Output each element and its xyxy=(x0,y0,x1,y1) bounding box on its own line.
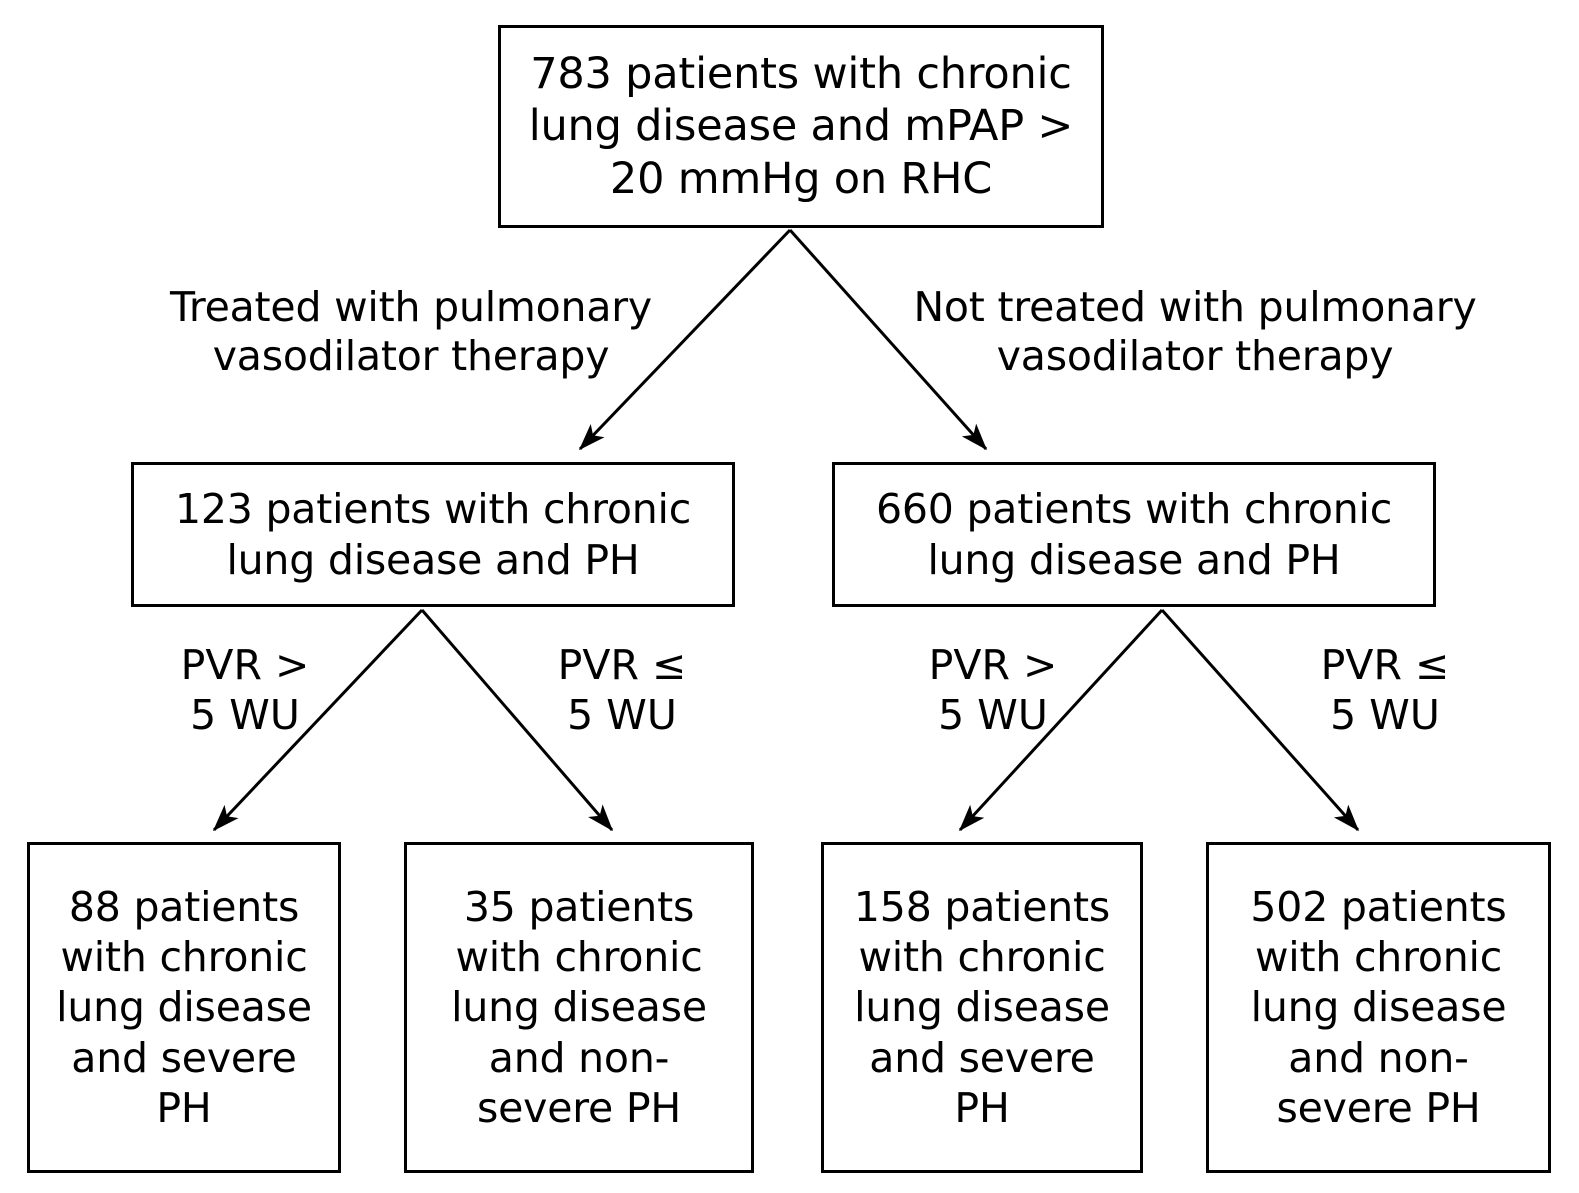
edge-label-not-treated: Not treated with pulmonary vasodilator t… xyxy=(913,283,1477,381)
edge-label-pvr-greater-left: PVR > 5 WU xyxy=(180,641,310,740)
node-untreated-cohort-text: 660 patients with chronic lung disease a… xyxy=(875,485,1393,584)
edge-label-pvr-greater-right: PVR > 5 WU xyxy=(928,641,1058,740)
edge-label-pvr-lessequal-right: PVR ≤ 5 WU xyxy=(1320,641,1450,740)
node-severe-ph-untreated-text: 158 patients with chronic lung disease a… xyxy=(853,883,1111,1132)
edge-label-treated: Treated with pulmonary vasodilator thera… xyxy=(170,283,652,381)
node-root-cohort-text: 783 patients with chronic lung disease a… xyxy=(528,48,1074,204)
node-untreated-cohort: 660 patients with chronic lung disease a… xyxy=(832,462,1436,607)
node-treated-cohort-text: 123 patients with chronic lung disease a… xyxy=(174,485,692,584)
node-nonsevere-ph-untreated: 502 patients with chronic lung disease a… xyxy=(1206,842,1551,1173)
node-nonsevere-ph-untreated-text: 502 patients with chronic lung disease a… xyxy=(1250,883,1507,1132)
node-treated-cohort: 123 patients with chronic lung disease a… xyxy=(131,462,735,607)
edge-label-pvr-lessequal-left: PVR ≤ 5 WU xyxy=(557,641,687,740)
node-nonsevere-ph-treated: 35 patients with chronic lung disease an… xyxy=(404,842,754,1173)
node-nonsevere-ph-treated-text: 35 patients with chronic lung disease an… xyxy=(451,883,707,1132)
node-severe-ph-untreated: 158 patients with chronic lung disease a… xyxy=(821,842,1143,1173)
node-severe-ph-treated-text: 88 patients with chronic lung disease an… xyxy=(56,883,312,1132)
node-severe-ph-treated: 88 patients with chronic lung disease an… xyxy=(27,842,341,1173)
node-root-cohort: 783 patients with chronic lung disease a… xyxy=(498,25,1104,228)
